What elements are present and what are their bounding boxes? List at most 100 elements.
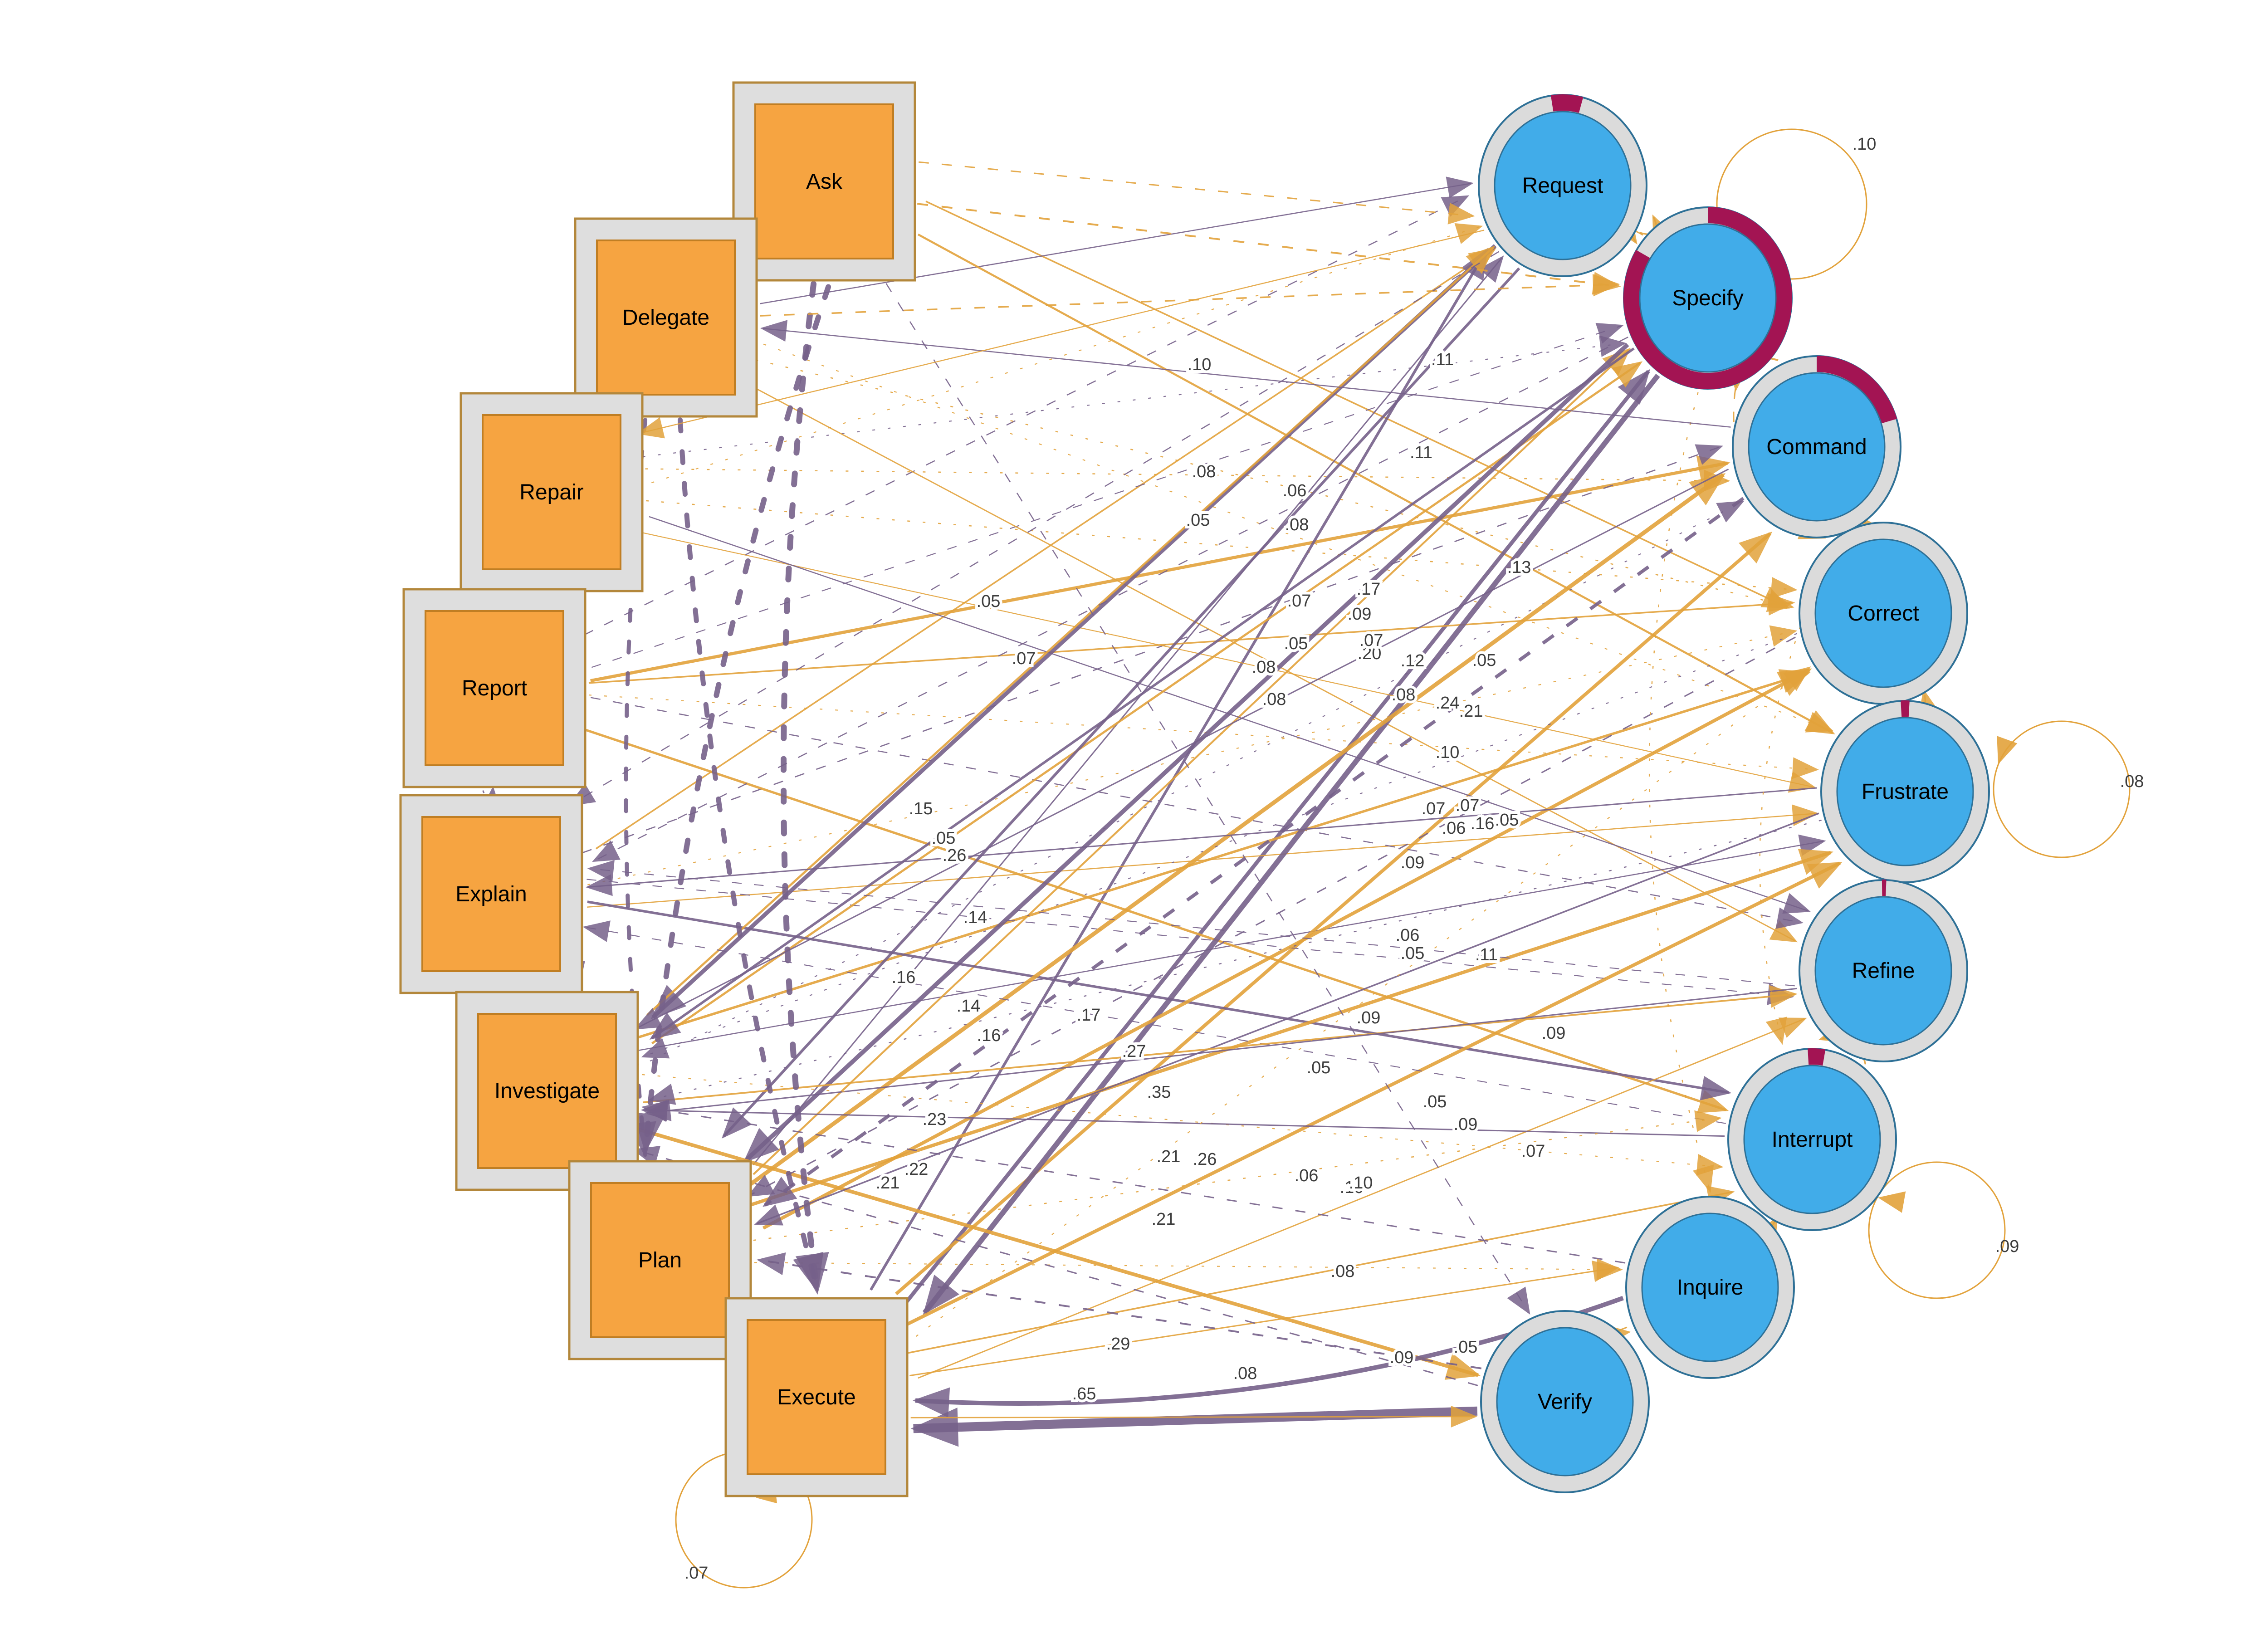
self-loop-frustrate xyxy=(1993,720,2131,858)
arrowhead-explain-to-command xyxy=(1695,444,1724,465)
arrowhead-plan-to-interrupt xyxy=(1694,1110,1722,1132)
edge-weight-explain-to-correct: .06 xyxy=(1442,819,1466,838)
arrowhead-frustrate-to-investigate xyxy=(648,1083,676,1105)
edge-weight-repair-to-refine: .07 xyxy=(1012,649,1036,668)
arrowhead-command-to-investigate xyxy=(634,1007,663,1030)
edge-execute-to-inquire xyxy=(909,1267,1617,1377)
node-plan: Plan xyxy=(568,1160,752,1360)
edge-weight-correct-to-plan: .09 xyxy=(1542,1024,1566,1043)
edge-delegate-to-execute xyxy=(678,417,820,1292)
edge-weight-plan-to-correct: .21 xyxy=(1157,1147,1181,1166)
edge-weight-execute-to-inquire: .09 xyxy=(1390,1348,1414,1367)
node-square-plan xyxy=(590,1182,730,1338)
arrowhead-execute-to-frustrate xyxy=(1807,862,1843,889)
edge-labels-layer: .10.11.11.08.06.05.13.07.05.20.08.08.08.… xyxy=(684,135,2144,1583)
arrowhead-specify-to-inquire xyxy=(1693,1164,1714,1193)
edge-weight-plan-to-specify: .12 xyxy=(1401,651,1425,670)
ring-arc-command xyxy=(1816,356,1897,424)
node-circle-inquire xyxy=(1641,1213,1779,1362)
edge-weight-investigate-to-request: .14 xyxy=(957,997,981,1016)
edge-execute-to-frustrate xyxy=(899,861,1841,1329)
edge-delegate-to-request xyxy=(760,183,1471,304)
edge-weight-specify-to-plan: .27 xyxy=(1122,1042,1146,1061)
self-loop-specify xyxy=(1716,128,1867,280)
edge-weight-interrupt-to-explain: .05 xyxy=(1401,944,1425,963)
edge-execute-to-verify xyxy=(910,1416,1475,1418)
arrowhead-explain-to-interrupt xyxy=(1700,1076,1732,1100)
node-label-inquire: Inquire xyxy=(1677,1276,1744,1300)
edge-investigate-to-interrupt xyxy=(642,1074,1721,1168)
edge-weight-report-to-specify: .06 xyxy=(1283,481,1307,500)
self-loop-weight-execute: .07 xyxy=(684,1564,709,1583)
edge-report-to-refine xyxy=(590,697,1801,923)
arrowhead-delegate-to-execute xyxy=(793,1252,824,1293)
edge-command-to-delegate xyxy=(763,328,1731,428)
edge-weight-delegate-to-correct: .07 xyxy=(1287,592,1311,611)
edge-weight-ask-to-frustrate: .13 xyxy=(1507,558,1531,577)
self-loop-weight-interrupt: .09 xyxy=(1995,1237,2019,1256)
node-square-ask xyxy=(754,103,894,259)
edge-weight-execute-to-interrupt: .10 xyxy=(1349,1173,1373,1193)
edge-specify-to-investigate xyxy=(651,347,1635,1039)
ring-arc-request xyxy=(1550,94,1584,113)
node-label-plan: Plan xyxy=(638,1248,682,1272)
self-loop-arrowhead-interrupt xyxy=(1878,1191,1906,1213)
edge-weight-frustrate-to-explain: .09 xyxy=(1401,853,1425,872)
edge-weight-explain-to-refine: .05 xyxy=(932,829,956,848)
edge-plan-to-frustrate xyxy=(746,851,1832,1208)
node-square-report xyxy=(425,610,564,766)
edge-verify-to-investigate xyxy=(635,1149,1478,1386)
arrowhead-correct-to-investigate xyxy=(641,1038,670,1059)
edge-weight-refine-to-explain: .06 xyxy=(1396,926,1420,945)
arrowhead-repair-to-frustrate xyxy=(1788,771,1816,793)
edge-report-to-request xyxy=(584,196,1467,636)
arrowhead-delegate-to-frustrate xyxy=(1805,712,1834,733)
edge-weight-investigate-to-verify: .23 xyxy=(923,1110,947,1129)
edge-verify-to-plan xyxy=(759,1259,1482,1369)
node-label-command: Command xyxy=(1766,435,1867,459)
edge-investigate-to-verify xyxy=(638,1127,1479,1377)
edge-weight-investigate-to-correct: .16 xyxy=(1471,814,1495,833)
node-label-explain: Explain xyxy=(455,882,527,906)
node-request: Request xyxy=(1478,94,1647,277)
arrowhead-repair-to-correct xyxy=(1770,577,1798,599)
arrowhead-refine-to-explain xyxy=(587,860,615,882)
node-circle-refine xyxy=(1814,896,1952,1046)
edge-weight-specify-to-execute: .35 xyxy=(1147,1083,1171,1102)
self-loop-weight-frustrate: .08 xyxy=(2120,772,2144,791)
edge-weight-request-to-investigate: .26 xyxy=(943,846,967,865)
edge-request-to-explain xyxy=(570,251,1500,806)
edge-weight-execute-to-specify: .24 xyxy=(1436,694,1460,713)
edge-weight-report-to-correct: .10 xyxy=(1436,743,1460,762)
node-frustrate: Frustrate xyxy=(1820,700,1990,883)
arrowhead-execute-to-verify xyxy=(1451,1405,1477,1428)
arrowhead-repair-to-specify xyxy=(1599,335,1627,357)
edge-command-to-investigate xyxy=(636,468,1729,1029)
edge-command-to-plan xyxy=(763,497,1745,1207)
node-label-repair: Repair xyxy=(519,480,583,504)
node-label-ask: Ask xyxy=(806,170,843,194)
arrowhead-plan-to-command xyxy=(1689,473,1726,506)
node-label-specify: Specify xyxy=(1672,286,1743,310)
node-label-verify: Verify xyxy=(1538,1390,1592,1414)
edge-weight-execute-to-refine: .08 xyxy=(1331,1262,1355,1281)
edge-specify-to-execute xyxy=(922,373,1660,1315)
arrowhead-verify-to-plan xyxy=(757,1252,786,1276)
arrowhead-request-to-plan xyxy=(722,1107,752,1139)
edge-weight-ask-to-correct: .10 xyxy=(1188,355,1212,374)
edge-explain-to-interrupt xyxy=(587,900,1729,1094)
nodes-layer: AskDelegateRepairReportExplainInvestigat… xyxy=(399,81,1990,1497)
node-report: Report xyxy=(402,588,587,788)
node-ask: Ask xyxy=(732,81,916,282)
edge-ask-to-correct xyxy=(925,200,1788,608)
arrowhead-ask-to-request xyxy=(1447,202,1475,225)
edge-weight-execute-to-command: .21 xyxy=(1459,702,1483,721)
node-investigate: Investigate xyxy=(455,991,639,1191)
edge-weight-delegate-to-request: .11 xyxy=(1431,350,1454,369)
arrowhead-request-to-investigate xyxy=(650,985,687,1019)
arrowhead-report-to-frustrate xyxy=(1792,757,1819,779)
arrowhead-execute-to-command xyxy=(1739,532,1773,564)
edge-inquire-to-investigate xyxy=(644,1106,1626,1264)
